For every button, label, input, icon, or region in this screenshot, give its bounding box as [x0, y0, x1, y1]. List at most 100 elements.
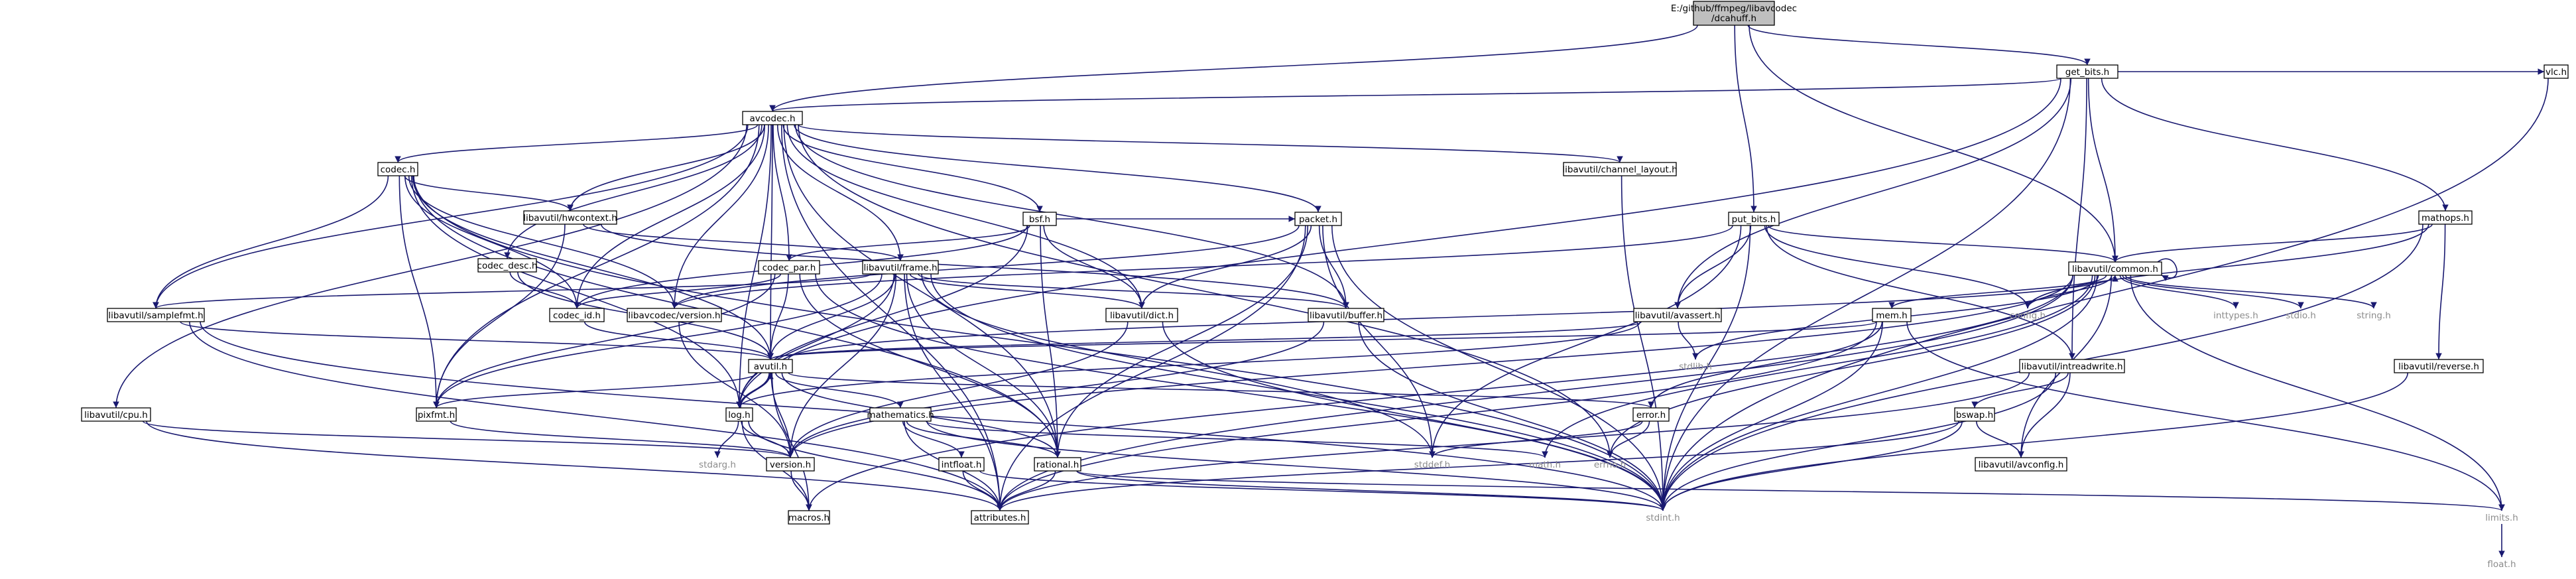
edge-avutil-to-macros — [771, 372, 812, 511]
node-codec-desc[interactable]: codec_desc.h — [477, 258, 538, 273]
node-version[interactable]: version.h — [766, 457, 815, 472]
node-pixfmt[interactable]: pixfmt.h — [416, 407, 457, 422]
edge-codec_par-to-pixfmt — [433, 273, 776, 409]
edge-hwcontext-to-pixfmt — [433, 224, 566, 409]
node-stdio: stdio.h — [2286, 310, 2316, 321]
node-intfloat[interactable]: intfloat.h — [938, 457, 985, 472]
node-frame[interactable]: libavutil/frame.h — [862, 260, 939, 275]
node-limits: limits.h — [2485, 513, 2518, 523]
node-put-bits[interactable]: put_bits.h — [1728, 212, 1780, 226]
edge-avassert-to-avutil — [767, 321, 1642, 360]
edge-intreadwrite-to-stdint — [1660, 372, 2057, 511]
edge-hwcontext-to-frame — [583, 224, 904, 261]
node-label: avcodec.h — [749, 113, 795, 124]
edge-avcodec-to-channel_layout — [798, 124, 1623, 163]
node-packet[interactable]: packet.h — [1294, 212, 1342, 226]
node-log[interactable]: log.h — [725, 407, 753, 422]
edge-codec_id-to-avutil — [583, 321, 774, 360]
node-box — [1632, 407, 1670, 422]
node-box — [549, 308, 605, 322]
edge-avcodec-to-attributes — [780, 124, 1003, 511]
node-codec[interactable]: codec.h — [377, 162, 418, 176]
node-attributes[interactable]: attributes.h — [971, 510, 1029, 525]
node-box — [1294, 212, 1342, 226]
node-mathops[interactable]: mathops.h — [2418, 210, 2473, 225]
edge-rational-to-stdint — [1076, 470, 1666, 511]
node-buffer[interactable]: libavutil/buffer.h — [1308, 308, 1384, 322]
node-samplefmt[interactable]: libavutil/samplefmt.h — [107, 308, 205, 322]
node-avassert[interactable]: libavutil/avassert.h — [1633, 308, 1722, 322]
node-label: errno.h — [1594, 460, 1626, 470]
edge-bsf-to-log — [736, 225, 1028, 409]
node-error[interactable]: error.h — [1632, 407, 1670, 422]
edge-common-to-version — [787, 275, 2073, 458]
node-mathematics[interactable]: mathematics.h — [867, 407, 934, 422]
edge-codec_par-to-codec_id — [574, 273, 781, 309]
node-label: stddef.h — [1414, 460, 1450, 470]
edge-buffer-to-stdint — [1358, 321, 1666, 511]
node-label: vlc.h — [2545, 67, 2567, 78]
edge-common-to-stdio — [2122, 275, 2304, 309]
node-label: attributes.h — [974, 513, 1026, 523]
node-label: stdio.h — [2286, 310, 2316, 321]
edge-get_bits-to-stdint — [1660, 78, 2071, 511]
edge-put_bits-to-stdint — [1660, 225, 1751, 511]
node-dict[interactable]: libavutil/dict.h — [1105, 308, 1178, 322]
node-rational[interactable]: rational.h — [1034, 457, 1081, 472]
node-label: /dcahuff.h — [1711, 13, 1756, 24]
node-vlc[interactable]: vlc.h — [2544, 64, 2569, 79]
edge-version-to-macros — [790, 470, 812, 511]
node-box — [2019, 359, 2125, 373]
edge-get_bits-to-avassert — [1674, 78, 2072, 309]
node-box — [742, 111, 803, 125]
node-string: string.h — [2357, 310, 2391, 321]
node-label: get_bits.h — [2065, 67, 2109, 78]
node-label: float.h — [2487, 559, 2516, 570]
edge-mathops-to-config — [2024, 224, 2429, 309]
node-avutil[interactable]: avutil.h — [748, 359, 793, 373]
edge-codec-to-rational — [413, 175, 1061, 458]
node-codec-par[interactable]: codec_par.h — [758, 260, 820, 275]
edge-avcodec-to-log — [736, 124, 772, 409]
node-root[interactable]: E:/github/ffmpeg/libavcodec/dcahuff.h — [1671, 1, 1797, 26]
node-bsf[interactable]: bsf.h — [1022, 212, 1057, 226]
edge-samplefmt-to-stdint — [200, 321, 1666, 511]
edge-get_bits-to-common — [2087, 78, 2118, 263]
edge-avutil-to-mathematics — [775, 372, 904, 409]
edge-codec_par-to-avutil — [767, 273, 789, 360]
node-get-bits[interactable]: get_bits.h — [2056, 64, 2118, 79]
node-label: inttypes.h — [2213, 310, 2258, 321]
edge-frame-to-dict — [909, 273, 1145, 309]
node-intreadwrite[interactable]: libavutil/intreadwrite.h — [2019, 359, 2125, 373]
node-reverse[interactable]: libavutil/reverse.h — [2394, 359, 2484, 373]
node-codec-id[interactable]: codec_id.h — [549, 308, 605, 322]
edge-avcodec-to-packet — [794, 124, 1321, 213]
node-label: mem.h — [1876, 310, 1907, 321]
node-hwcontext[interactable]: libavutil/hwcontext.h — [523, 210, 617, 225]
node-channel-layout[interactable]: libavutil/channel_layout.h — [1562, 162, 1678, 176]
node-label: libavutil/channel_layout.h — [1562, 164, 1677, 175]
edge-frame-to-samplefmt — [153, 273, 871, 309]
node-macros[interactable]: macros.h — [788, 510, 830, 525]
edge-common-to-string — [2124, 275, 2377, 309]
node-label: bsf.h — [1029, 214, 1050, 225]
edge-avassert-to-log — [736, 321, 1641, 409]
node-label: libavutil/buffer.h — [1310, 310, 1382, 321]
node-bswap[interactable]: bswap.h — [1954, 407, 1995, 422]
node-avconfig[interactable]: libavutil/avconfig.h — [1975, 457, 2067, 472]
edges-layer — [113, 25, 2549, 557]
node-label: avutil.h — [754, 361, 787, 372]
edge-codec-to-stdint — [413, 175, 1666, 511]
node-mem[interactable]: mem.h — [1872, 308, 1912, 322]
node-lc-version[interactable]: libavcodec/version.h — [627, 308, 722, 322]
node-cpu[interactable]: libavutil/cpu.h — [81, 407, 151, 422]
node-label: libavutil/intreadwrite.h — [2021, 361, 2122, 372]
edge-avcodec-to-avutil — [767, 124, 774, 360]
node-avcodec[interactable]: avcodec.h — [742, 111, 803, 125]
node-box — [766, 457, 815, 472]
node-float: float.h — [2487, 559, 2516, 570]
node-label: bswap.h — [1956, 410, 1993, 420]
edge-avcodec-to-codec — [395, 124, 759, 163]
node-common[interactable]: libavutil/common.h — [2068, 261, 2162, 276]
node-label: libavutil/cpu.h — [84, 410, 148, 420]
